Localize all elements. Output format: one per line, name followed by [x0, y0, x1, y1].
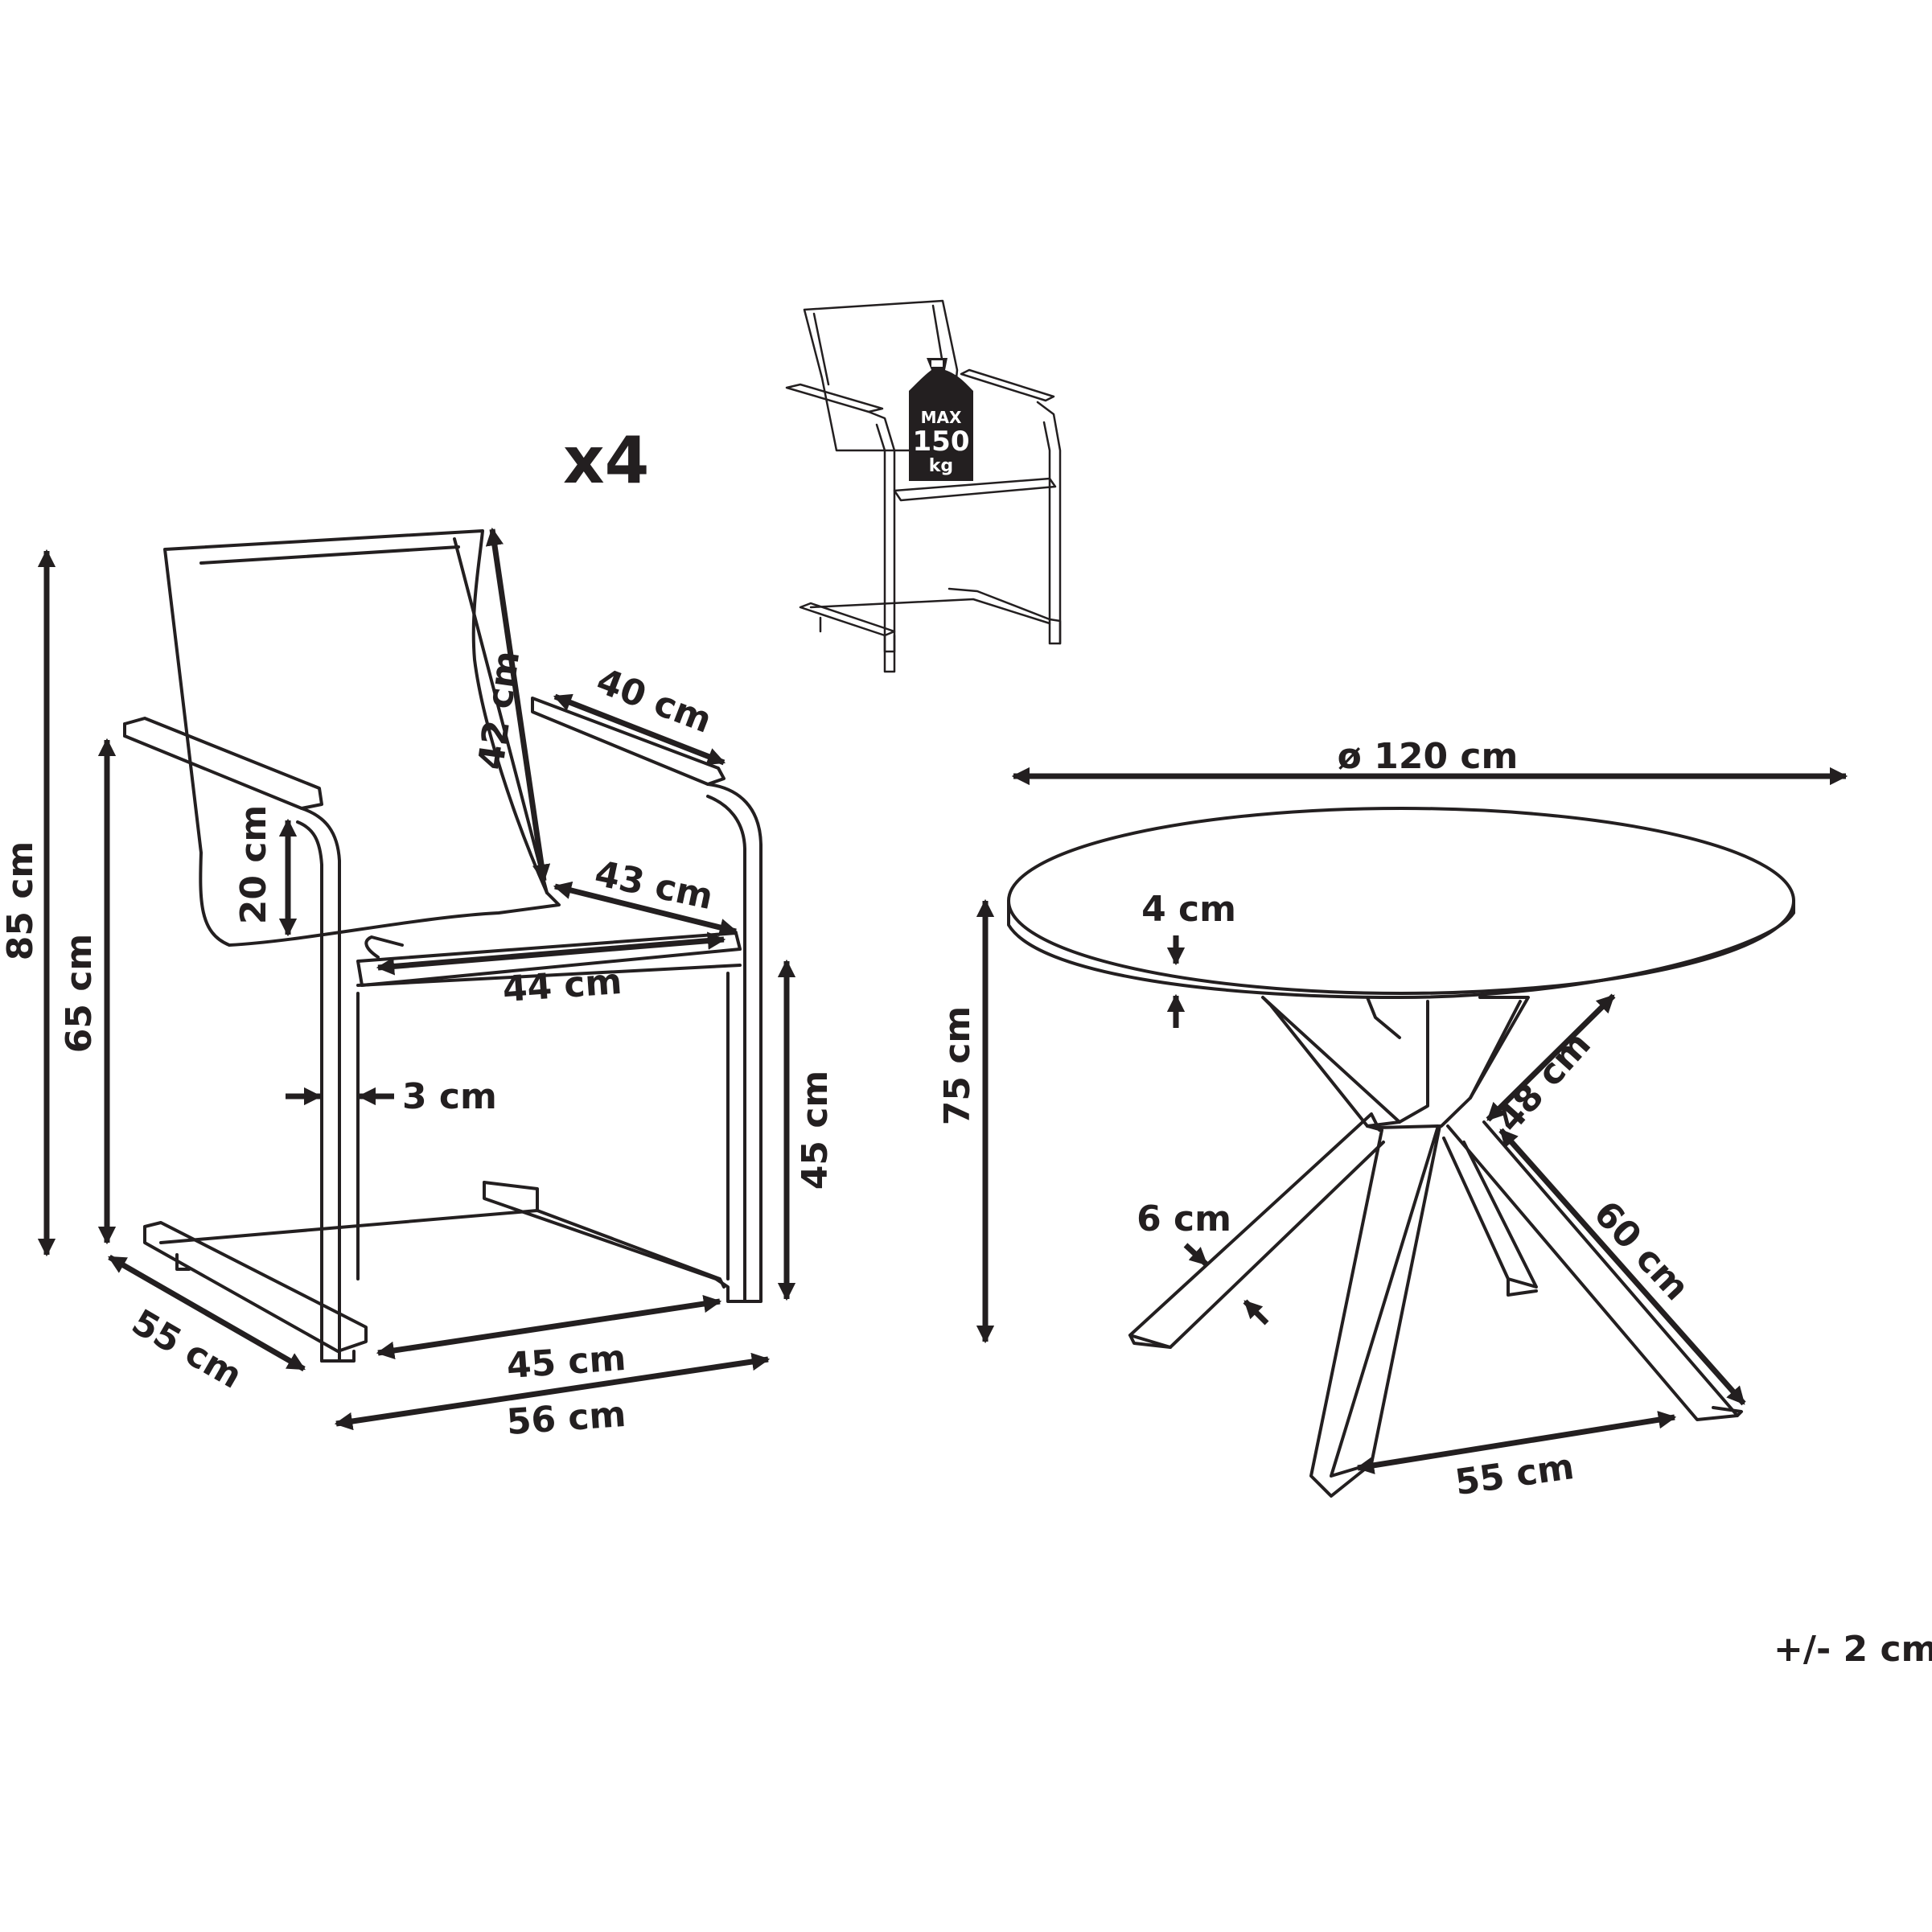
chair-height-label: 85 cm	[0, 841, 41, 960]
table-dimension-lines	[976, 767, 1848, 1474]
table-top-thickness-label: 4 cm	[1141, 889, 1236, 930]
chair-dimension-lines	[37, 527, 796, 1431]
table-height-label: 75 cm	[937, 1006, 978, 1125]
weight-unit-label: kg	[929, 456, 953, 476]
chair-base-width-label: 45 cm	[505, 1338, 627, 1387]
chair-armrest-depth-label: 20 cm	[233, 805, 274, 924]
weight-max-label: MAX	[921, 408, 962, 427]
chair-seat-width-label: 44 cm	[501, 961, 623, 1010]
chair-frame-width-label: 3 cm	[402, 1076, 497, 1117]
table-leg-spread-label: 55 cm	[1453, 1446, 1576, 1503]
chair-thumbnail	[785, 299, 1062, 673]
table-diameter-label: ø 120 cm	[1338, 736, 1519, 777]
chair-width-label: 56 cm	[505, 1394, 627, 1443]
weight-icon	[909, 358, 973, 481]
weight-value-label: 150	[913, 425, 970, 458]
tolerance-note: +/- 2 cm	[1774, 1629, 1932, 1670]
table-leg-width-label: 6 cm	[1137, 1198, 1231, 1239]
chair-seat-height-label: 45 cm	[795, 1071, 836, 1190]
table-drawing	[1007, 807, 1795, 1498]
quantity-label: x4	[563, 423, 649, 498]
chair-depth-label: 55 cm	[125, 1301, 249, 1396]
chair-armrest-length-label: 40 cm	[591, 660, 717, 742]
table-leg-upper-label: 48 cm	[1489, 1024, 1599, 1140]
chair-backrest-label: 42 cm	[471, 648, 528, 772]
chair-armrest-height-label: 65 cm	[59, 934, 100, 1053]
